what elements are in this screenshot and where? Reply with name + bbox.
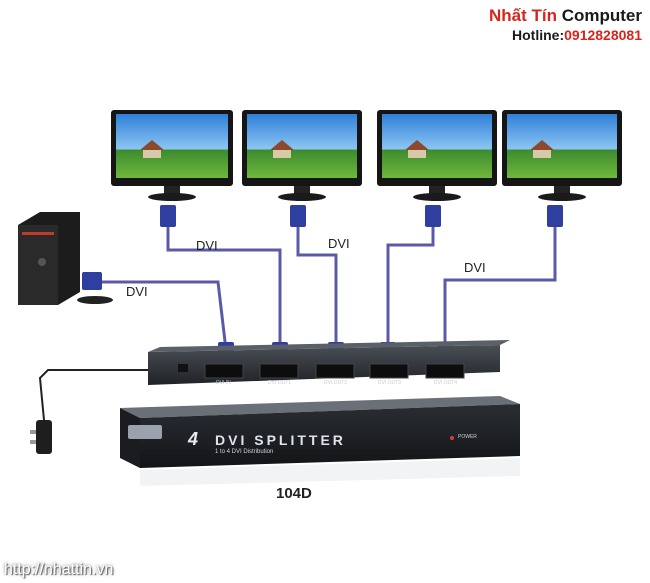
- hotline-label: Hotline:: [512, 27, 565, 43]
- hotline-number: 0912828081: [564, 27, 642, 43]
- port-label-dvi-in: DVI IN: [216, 380, 231, 386]
- monitor-2: [242, 110, 362, 201]
- port-label-out2: DVI OUT2: [324, 380, 348, 386]
- dvi-cables: [95, 210, 557, 351]
- brand-logo: Nhất Tín Computer Hotline:0912828081: [489, 6, 642, 43]
- monitor-1: [111, 110, 233, 201]
- pc-tower: [18, 212, 113, 305]
- cable-label-dvi-input: DVI: [126, 284, 148, 299]
- splitter-rear: [148, 340, 510, 385]
- dvi-connectors: [82, 205, 563, 364]
- monitor-3: [377, 110, 497, 201]
- splitter-title: DVI SPLITTER: [215, 432, 346, 448]
- port-label-out3: DVI OUT3: [378, 380, 402, 386]
- brand-name-part1: Nhất Tín: [489, 6, 557, 25]
- splitter-port-count: 4: [188, 429, 199, 449]
- brand-name: Nhất Tín Computer: [489, 6, 642, 26]
- product-model: 104D: [276, 485, 312, 502]
- power-label: POWER: [458, 434, 477, 440]
- monitor-4: [502, 110, 622, 201]
- hotline: Hotline:0912828081: [489, 27, 642, 43]
- cable-label-dvi-monitor2: DVI: [328, 236, 350, 251]
- brand-name-part2: Computer: [557, 6, 642, 25]
- splitter-subtitle: 1 to 4 DVI Distribution: [215, 449, 274, 455]
- cable-label-dvi-monitor1: DVI: [196, 238, 218, 253]
- watermark-url: http://nhattin.vn: [4, 561, 114, 578]
- splitter-front: [120, 396, 520, 486]
- port-label-out4: DVI OUT4: [434, 380, 458, 386]
- power-adapter: [30, 369, 148, 454]
- port-label-out1: DVI OUT1: [268, 380, 292, 386]
- cable-label-dvi-monitor4: DVI: [464, 260, 486, 275]
